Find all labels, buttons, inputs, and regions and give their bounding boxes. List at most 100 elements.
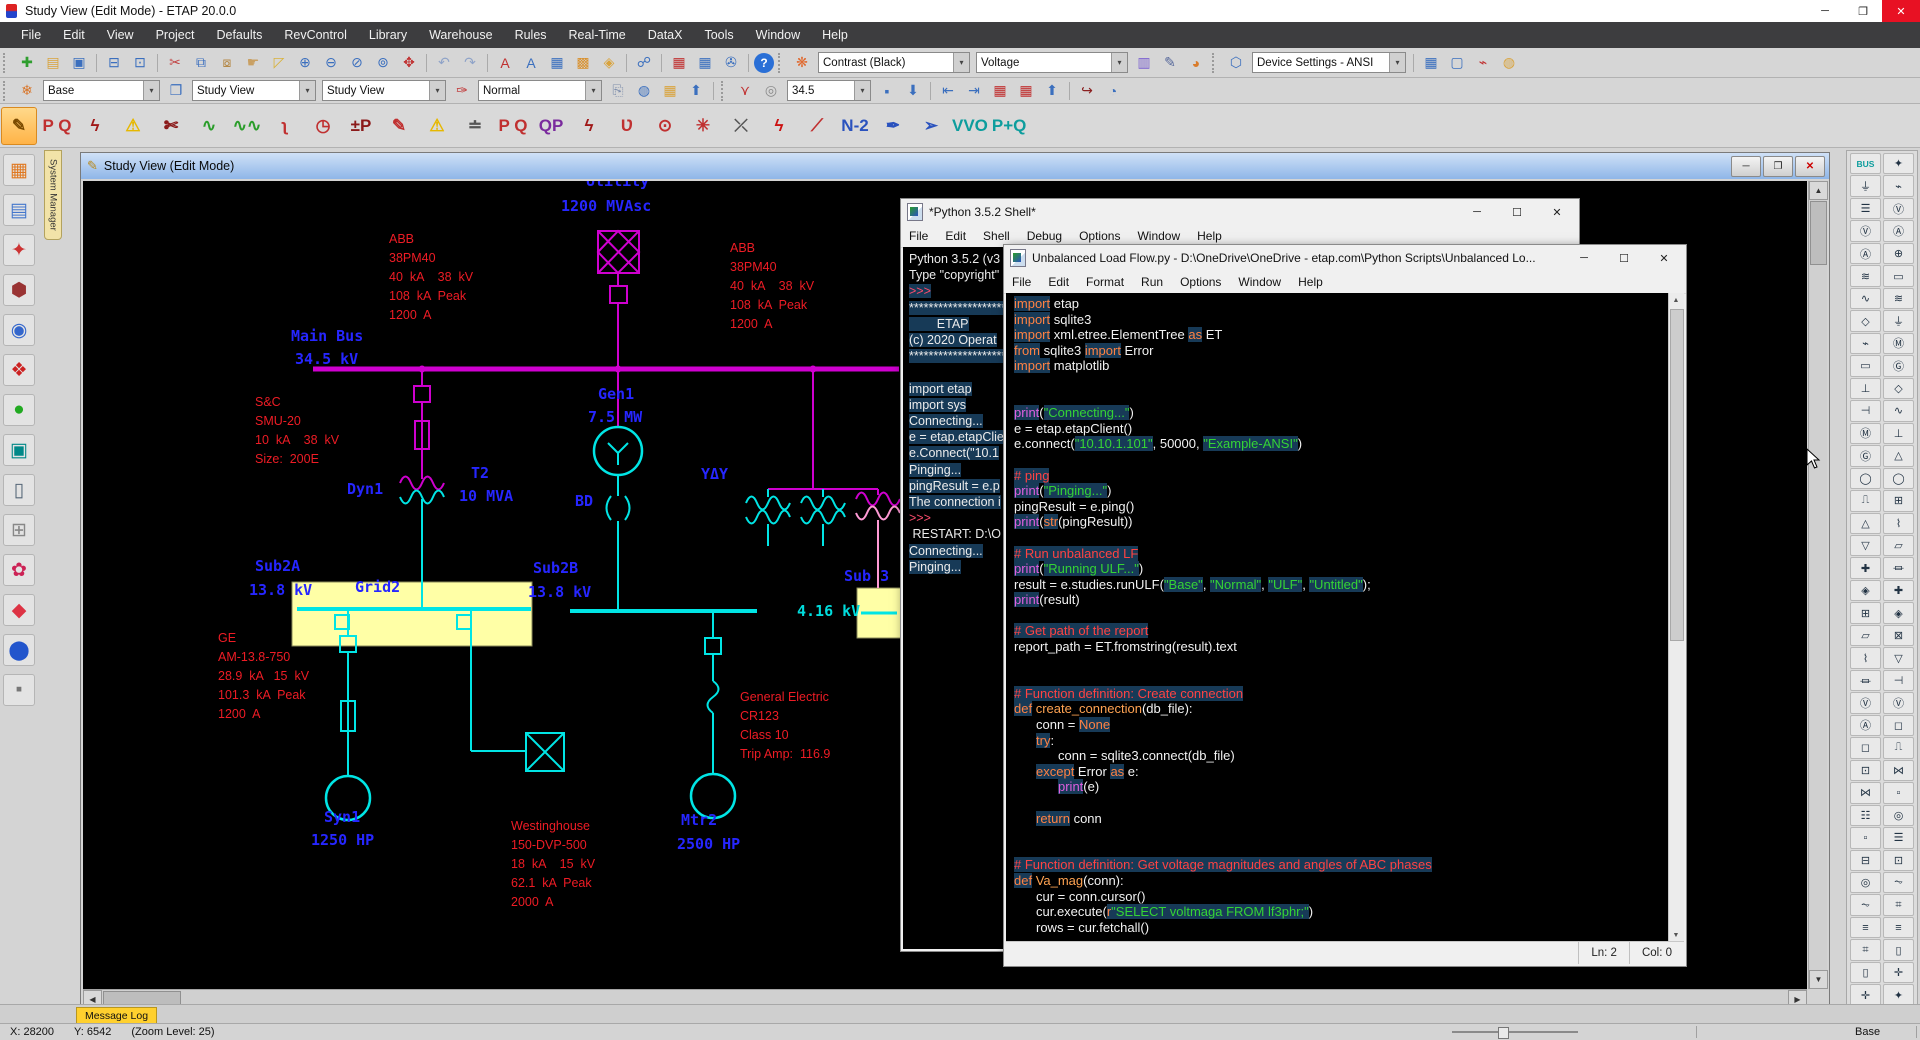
left-palette-icon[interactable]: ● xyxy=(3,394,35,426)
element-icon[interactable]: ≡ xyxy=(1883,917,1914,938)
element-icon[interactable]: Ⓥ xyxy=(1850,692,1881,713)
element-icon[interactable]: ⏚ xyxy=(1850,175,1881,196)
menu-item-file[interactable]: File xyxy=(1012,275,1031,289)
study-mode-icon[interactable]: ⤫ xyxy=(723,107,759,145)
element-icon[interactable]: ▯ xyxy=(1883,939,1914,960)
toolbar-icon[interactable]: ▦ xyxy=(1014,79,1038,103)
diagram-label[interactable]: 13.8 kV xyxy=(528,583,591,601)
element-icon[interactable]: ▭ xyxy=(1883,265,1914,286)
chevron-down-icon[interactable]: ▾ xyxy=(953,53,969,72)
presentation-combo[interactable]: Study View▾ xyxy=(192,80,316,101)
element-icon[interactable]: BUS xyxy=(1850,153,1881,174)
element-icon[interactable]: Ⓥ xyxy=(1850,220,1881,241)
toolbar-icon[interactable]: ▥ xyxy=(1132,51,1156,75)
toolbar-icon[interactable]: ◍ xyxy=(632,79,656,103)
study-mode-icon[interactable]: ϟ xyxy=(77,107,113,145)
menu-item-run[interactable]: Run xyxy=(1141,275,1163,289)
menu-item-revcontrol[interactable]: RevControl xyxy=(273,28,358,42)
editor-scrollbar[interactable]: ▲ ▼ xyxy=(1668,293,1684,942)
element-icon[interactable]: ⌗ xyxy=(1883,894,1914,915)
shell-close-button[interactable]: ✕ xyxy=(1537,199,1577,225)
gen1-branch[interactable] xyxy=(594,369,642,611)
element-icon[interactable]: ⊠ xyxy=(1883,625,1914,646)
element-icon[interactable]: Ⓖ xyxy=(1850,445,1881,466)
diagram-label[interactable]: YΔY xyxy=(701,465,728,483)
toolbar-icon[interactable]: ▦ xyxy=(1419,51,1443,75)
toolbar-icon[interactable]: ↷ xyxy=(458,51,482,75)
left-palette-icon[interactable]: ✿ xyxy=(3,554,35,586)
study-mode-icon[interactable]: VVO xyxy=(951,107,989,145)
study-mode-icon[interactable]: ∿ xyxy=(191,107,227,145)
menu-item-defaults[interactable]: Defaults xyxy=(205,28,273,42)
element-icon[interactable]: ⏛ xyxy=(1883,557,1914,578)
toolbar-icon[interactable]: ▦ xyxy=(988,79,1012,103)
diagram-label[interactable]: 10 MVA xyxy=(459,487,513,505)
slider-thumb[interactable] xyxy=(1498,1027,1509,1039)
chevron-down-icon[interactable]: ▾ xyxy=(854,81,870,100)
menu-item-shell[interactable]: Shell xyxy=(983,229,1010,243)
diagram-label[interactable]: Sub2A xyxy=(255,557,300,575)
mtr2-branch[interactable] xyxy=(691,611,735,818)
element-icon[interactable]: ⊡ xyxy=(1850,760,1881,781)
chevron-down-icon[interactable]: ▾ xyxy=(299,81,315,100)
toolbar-icon[interactable]: ⧇ xyxy=(215,51,239,75)
device-settings-combo[interactable]: Device Settings - ANSI▾ xyxy=(1252,52,1406,73)
element-icon[interactable]: ✦ xyxy=(1883,984,1914,1005)
element-icon[interactable]: ◯ xyxy=(1850,468,1881,489)
study-mode-icon[interactable]: ✎ xyxy=(1,107,37,145)
element-icon[interactable]: ✦ xyxy=(1883,153,1914,174)
study-mode-icon[interactable]: ✎ xyxy=(381,107,417,145)
element-icon[interactable]: ≡ xyxy=(1850,917,1881,938)
toolbar-icon[interactable]: ⌁ xyxy=(1471,51,1495,75)
toolbar-icon[interactable]: ▣ xyxy=(67,51,91,75)
toolbar-icon[interactable]: A xyxy=(519,51,543,75)
toolbar-icon[interactable]: ☛ xyxy=(241,51,265,75)
chevron-down-icon[interactable]: ▾ xyxy=(1389,53,1405,72)
kv-combo[interactable]: 34.5▾ xyxy=(787,80,871,101)
study-mode-icon[interactable]: ✳ xyxy=(685,107,721,145)
element-icon[interactable]: ◻ xyxy=(1883,715,1914,736)
toolbar-icon[interactable]: ▢ xyxy=(1445,51,1469,75)
toolbar-icon[interactable]: ⊘ xyxy=(345,51,369,75)
toolbar-icon[interactable]: A xyxy=(493,51,517,75)
menu-item-window[interactable]: Window xyxy=(1137,229,1180,243)
element-icon[interactable]: Ⓥ xyxy=(1883,198,1914,219)
menu-item-file[interactable]: File xyxy=(10,28,52,42)
toolbar-icon[interactable]: ⊚ xyxy=(371,51,395,75)
editor-close-button[interactable]: ✕ xyxy=(1644,245,1684,271)
element-icon[interactable]: ◈ xyxy=(1883,602,1914,623)
element-icon[interactable]: ▽ xyxy=(1850,535,1881,556)
mdi-close-button[interactable]: ✕ xyxy=(1795,156,1825,177)
menu-item-window[interactable]: Window xyxy=(745,28,811,42)
element-icon[interactable]: Ⓐ xyxy=(1850,243,1881,264)
left-palette-icon[interactable]: ◉ xyxy=(3,314,35,346)
scroll-down-icon[interactable]: ▼ xyxy=(1669,928,1683,942)
element-icon[interactable]: ⊞ xyxy=(1850,602,1881,623)
chevron-down-icon[interactable]: ▾ xyxy=(143,81,159,100)
zoom-slider[interactable] xyxy=(1452,1027,1578,1037)
toolbar-icon[interactable]: ◍ xyxy=(1497,51,1521,75)
element-icon[interactable]: Ⓜ xyxy=(1850,423,1881,444)
scroll-up-icon[interactable]: ▲ xyxy=(1669,293,1683,307)
grid2-box[interactable] xyxy=(292,582,532,646)
diagram-label[interactable]: 2500 HP xyxy=(677,835,740,853)
toolbar-icon[interactable]: ▤ xyxy=(41,51,65,75)
toolbar-icon[interactable]: ⊡ xyxy=(128,51,152,75)
diagram-label[interactable]: 1200 MVAsc xyxy=(561,197,651,215)
toolbar-icon[interactable]: ☍ xyxy=(632,51,656,75)
shell-minimize-button[interactable]: ─ xyxy=(1457,199,1497,225)
help-icon[interactable]: ? xyxy=(754,53,774,73)
element-icon[interactable]: ⊣ xyxy=(1850,400,1881,421)
element-icon[interactable]: ⊡ xyxy=(1883,850,1914,871)
element-icon[interactable]: ◻ xyxy=(1850,737,1881,758)
diagram-label[interactable]: Utility xyxy=(586,181,649,190)
element-icon[interactable]: ⊥ xyxy=(1850,378,1881,399)
toolbar-icon[interactable]: ⇥ xyxy=(962,79,986,103)
element-icon[interactable]: ◇ xyxy=(1850,310,1881,331)
diagram-label[interactable]: Sub 3 xyxy=(844,567,889,585)
study-mode-icon[interactable]: ≐ xyxy=(457,107,493,145)
toolbar-icon[interactable]: ⧉ xyxy=(189,51,213,75)
left-palette-icon[interactable]: ▣ xyxy=(3,434,35,466)
study-mode-icon[interactable]: P Q xyxy=(39,107,75,145)
utility-branch[interactable] xyxy=(598,231,639,369)
